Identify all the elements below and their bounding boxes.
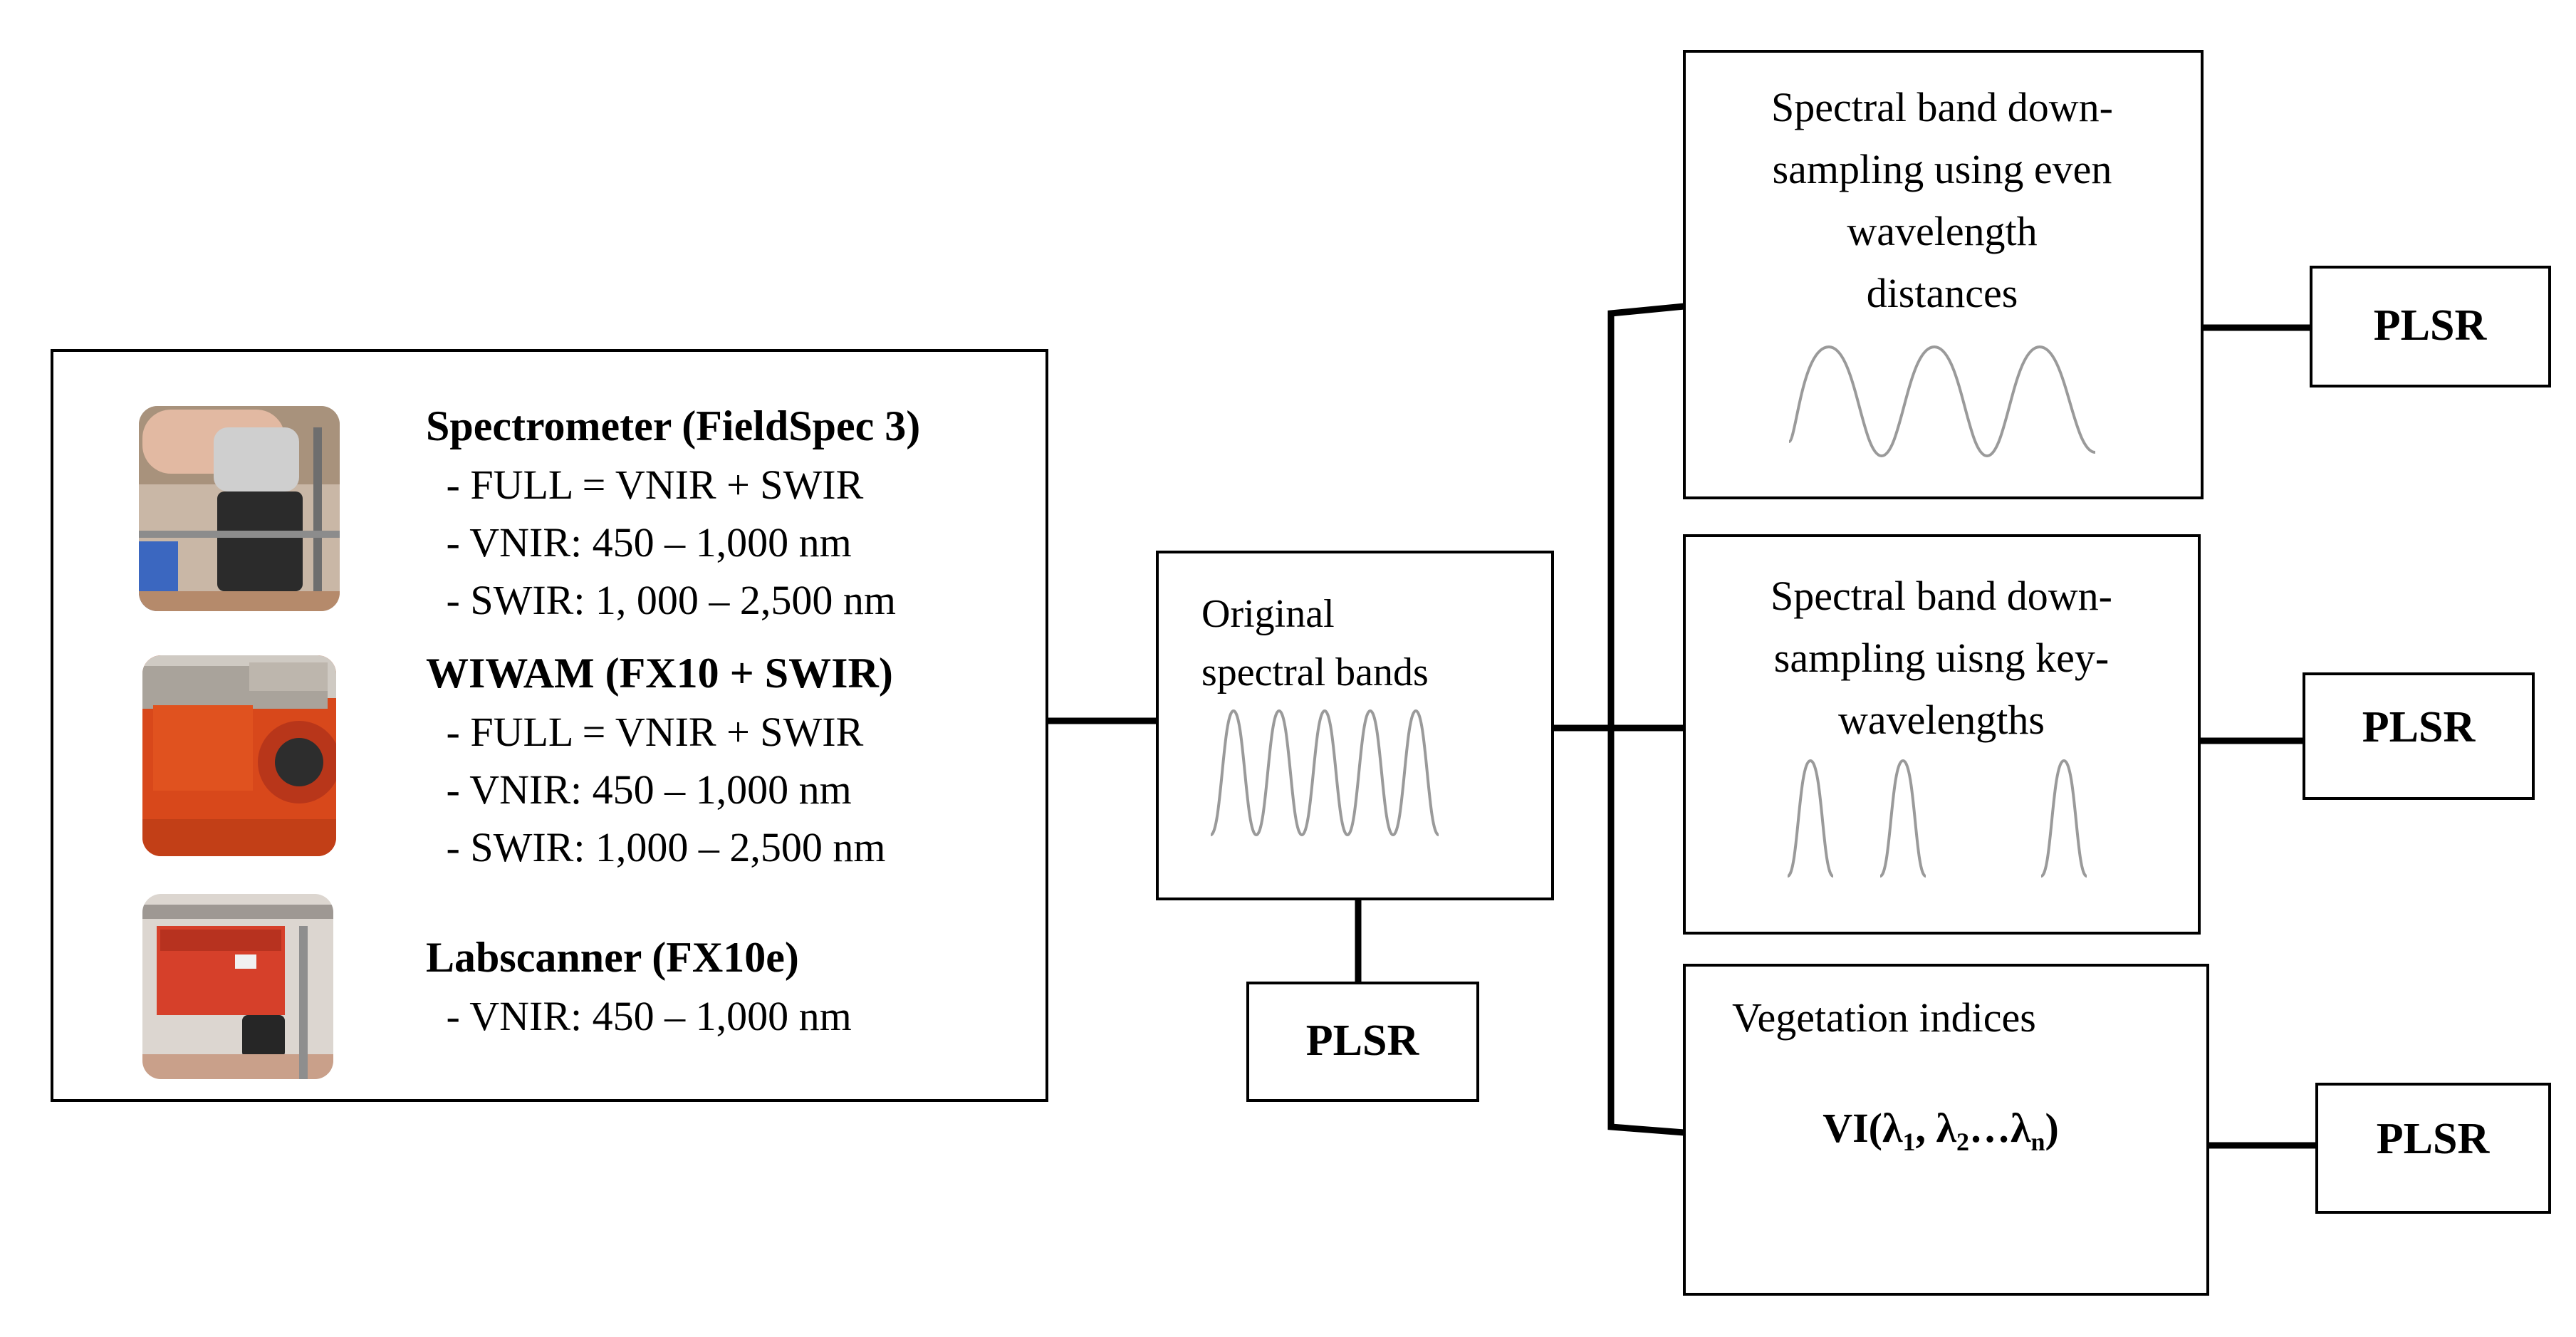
even-downsampling-box: Spectral band down- sampling using even … — [1683, 50, 2204, 499]
key-downsampling-box: Spectral band down- sampling uisng key- … — [1683, 534, 2201, 935]
vi-formula: VI(λ1, λ2…λn) — [1823, 1105, 2059, 1156]
plsr-label-even: PLSR — [2374, 301, 2488, 350]
plsr-label-vi: PLSR — [2377, 1115, 2491, 1163]
labscanner-photo — [142, 894, 333, 1079]
vi-formula-sep1: , λ — [1915, 1105, 1956, 1151]
plsr-box-even: PLSR — [2310, 266, 2551, 387]
branch-bracket — [1607, 303, 1685, 1136]
vi-formula-prefix: VI(λ — [1823, 1105, 1903, 1151]
plsr-box-original: PLSR — [1246, 982, 1479, 1102]
vegetation-indices-box: Vegetation indices VI(λ1, λ2…λn) — [1683, 964, 2209, 1296]
key-wavelength-peak-1 — [1786, 759, 1835, 878]
wiwam-spec-vnir: - VNIR: 450 – 1,000 nm — [436, 766, 852, 813]
vi-formula-subn: n — [2030, 1128, 2045, 1156]
even-box-line-2: sampling using even — [1773, 146, 2112, 192]
labscanner-spec-vnir: - VNIR: 450 – 1,000 nm — [436, 993, 852, 1039]
key-box-line-2: sampling uisng key- — [1774, 635, 2109, 681]
sensor-name-spectrometer: Spectrometer (FieldSpec 3) — [426, 402, 920, 449]
even-downsampling-curve — [1788, 345, 2096, 458]
wiwam-spec-full: - FULL = VNIR + SWIR — [436, 709, 864, 755]
spectrometer-spec-swir: - SWIR: 1, 000 – 2,500 nm — [436, 577, 896, 623]
plsr-box-key: PLSR — [2303, 672, 2535, 800]
original-bands-curve — [1209, 709, 1440, 837]
wiwam-camera-photo — [142, 655, 336, 856]
sensors-box: Spectrometer (FieldSpec 3) - FULL = VNIR… — [51, 349, 1048, 1102]
spectrometer-spec-vnir: - VNIR: 450 – 1,000 nm — [436, 519, 852, 566]
vi-formula-sub1: 1 — [1902, 1128, 1915, 1156]
sensor-name-labscanner: Labscanner (FX10e) — [426, 934, 799, 981]
wiwam-spec-swir: - SWIR: 1,000 – 2,500 nm — [436, 824, 886, 870]
vi-box-title: Vegetation indices — [1732, 994, 2036, 1041]
key-wavelength-peak-3 — [2040, 759, 2088, 878]
original-box-line-1: Original — [1201, 592, 1335, 636]
vi-formula-sep2: …λ — [1969, 1105, 2031, 1151]
plsr-box-vi: PLSR — [2315, 1083, 2551, 1214]
sensor-name-wiwam: WIWAM (FX10 + SWIR) — [426, 650, 893, 697]
connector-lines — [1047, 303, 2317, 1149]
key-wavelength-peak-2 — [1879, 759, 1927, 878]
plsr-label-key: PLSR — [2362, 703, 2476, 751]
key-box-line-3: wavelengths — [1838, 697, 2045, 743]
spectrometer-spec-full: - FULL = VNIR + SWIR — [436, 462, 864, 508]
key-box-line-1: Spectral band down- — [1771, 573, 2112, 619]
original-bands-box: Original spectral bands — [1156, 551, 1554, 900]
vi-formula-suffix: ) — [2045, 1105, 2058, 1151]
spectrometer-photo — [139, 406, 340, 611]
original-box-line-2: spectral bands — [1201, 650, 1429, 694]
vi-formula-sub2: 2 — [1956, 1128, 1969, 1156]
even-box-line-1: Spectral band down- — [1771, 84, 2113, 130]
plsr-label-original: PLSR — [1306, 1016, 1420, 1065]
even-box-line-3: wavelength — [1847, 208, 2037, 254]
even-box-line-4: distances — [1867, 270, 2018, 316]
